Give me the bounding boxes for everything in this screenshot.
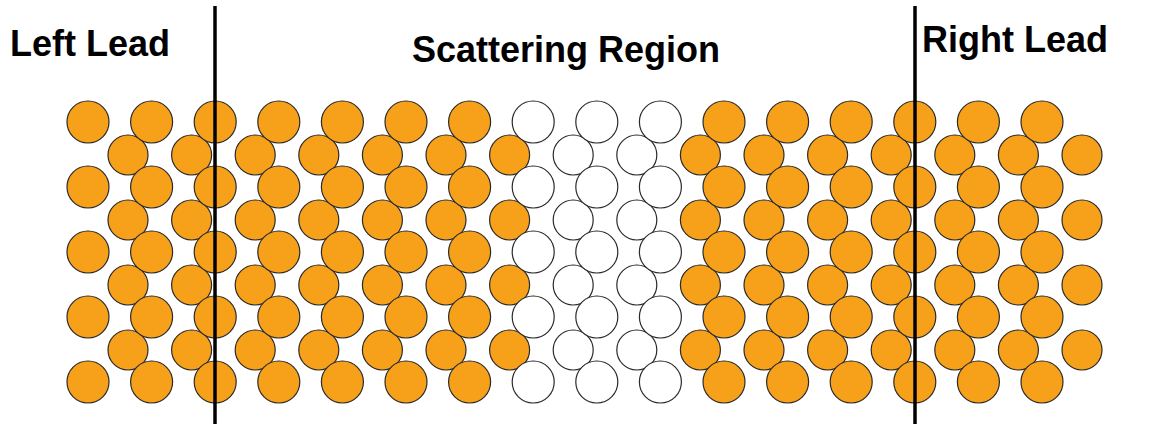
atom-circle bbox=[767, 101, 809, 143]
atom-circle bbox=[449, 101, 491, 143]
atom-circle bbox=[957, 296, 999, 338]
atom-circle bbox=[957, 231, 999, 273]
atom-circle bbox=[67, 361, 109, 403]
atom-circle bbox=[957, 361, 999, 403]
atom-circle bbox=[1062, 200, 1102, 240]
atom-circle bbox=[830, 296, 872, 338]
atom-circle bbox=[131, 101, 173, 143]
atom-circle bbox=[67, 166, 109, 208]
lead-boundary bbox=[913, 6, 917, 424]
region-label: Right Lead bbox=[922, 22, 1108, 58]
atom-circle bbox=[1021, 231, 1063, 273]
atom-circle bbox=[449, 166, 491, 208]
atom-circle bbox=[576, 231, 618, 273]
atom-circle bbox=[1021, 101, 1063, 143]
atom-circle bbox=[830, 231, 872, 273]
atom-circle bbox=[639, 166, 681, 208]
atom-circle bbox=[767, 361, 809, 403]
atom-circle bbox=[703, 166, 745, 208]
region-label: Scattering Region bbox=[412, 32, 720, 68]
atom-circle bbox=[385, 166, 427, 208]
atom-circle bbox=[830, 166, 872, 208]
atom-circle bbox=[639, 361, 681, 403]
atom-circle bbox=[767, 231, 809, 273]
atom-circle bbox=[767, 296, 809, 338]
atom-circle bbox=[385, 231, 427, 273]
atom-circle bbox=[1021, 361, 1063, 403]
atoms bbox=[67, 101, 1102, 403]
atom-circle bbox=[385, 101, 427, 143]
atom-circle bbox=[830, 361, 872, 403]
atom-circle bbox=[1062, 135, 1102, 175]
atom-circle bbox=[512, 231, 554, 273]
atom-circle bbox=[639, 231, 681, 273]
atom-circle bbox=[321, 101, 363, 143]
atom-circle bbox=[1021, 296, 1063, 338]
atom-circle bbox=[258, 361, 300, 403]
atom-circle bbox=[512, 296, 554, 338]
atom-circle bbox=[512, 166, 554, 208]
atom-circle bbox=[957, 166, 999, 208]
atom-circle bbox=[703, 296, 745, 338]
atom-circle bbox=[449, 296, 491, 338]
atom-circle bbox=[703, 361, 745, 403]
atom-circle bbox=[321, 166, 363, 208]
atom-circle bbox=[131, 296, 173, 338]
atom-circle bbox=[67, 231, 109, 273]
atom-circle bbox=[512, 101, 554, 143]
atom-circle bbox=[258, 166, 300, 208]
atom-circle bbox=[639, 101, 681, 143]
atom-circle bbox=[258, 231, 300, 273]
atom-circle bbox=[767, 166, 809, 208]
atom-circle bbox=[576, 101, 618, 143]
atom-circle bbox=[131, 166, 173, 208]
atom-circle bbox=[67, 101, 109, 143]
atom-circle bbox=[703, 101, 745, 143]
atom-circle bbox=[449, 231, 491, 273]
atom-circle bbox=[385, 361, 427, 403]
atom-circle bbox=[258, 296, 300, 338]
atom-circle bbox=[67, 296, 109, 338]
atom-circle bbox=[576, 361, 618, 403]
atom-circle bbox=[449, 361, 491, 403]
atom-circle bbox=[321, 296, 363, 338]
atom-circle bbox=[258, 101, 300, 143]
atom-circle bbox=[703, 231, 745, 273]
atom-circle bbox=[957, 101, 999, 143]
atom-circle bbox=[131, 231, 173, 273]
lead-boundary bbox=[213, 6, 217, 424]
atom-circle bbox=[576, 296, 618, 338]
atom-circle bbox=[512, 361, 554, 403]
region-label: Left Lead bbox=[10, 26, 170, 62]
atom-circle bbox=[1021, 166, 1063, 208]
atom-circle bbox=[576, 166, 618, 208]
atom-circle bbox=[385, 296, 427, 338]
atom-circle bbox=[639, 296, 681, 338]
atom-circle bbox=[321, 361, 363, 403]
atom-circle bbox=[1062, 330, 1102, 370]
atom-circle bbox=[321, 231, 363, 273]
atom-circle bbox=[131, 361, 173, 403]
atom-circle bbox=[1062, 265, 1102, 305]
atom-circle bbox=[830, 101, 872, 143]
